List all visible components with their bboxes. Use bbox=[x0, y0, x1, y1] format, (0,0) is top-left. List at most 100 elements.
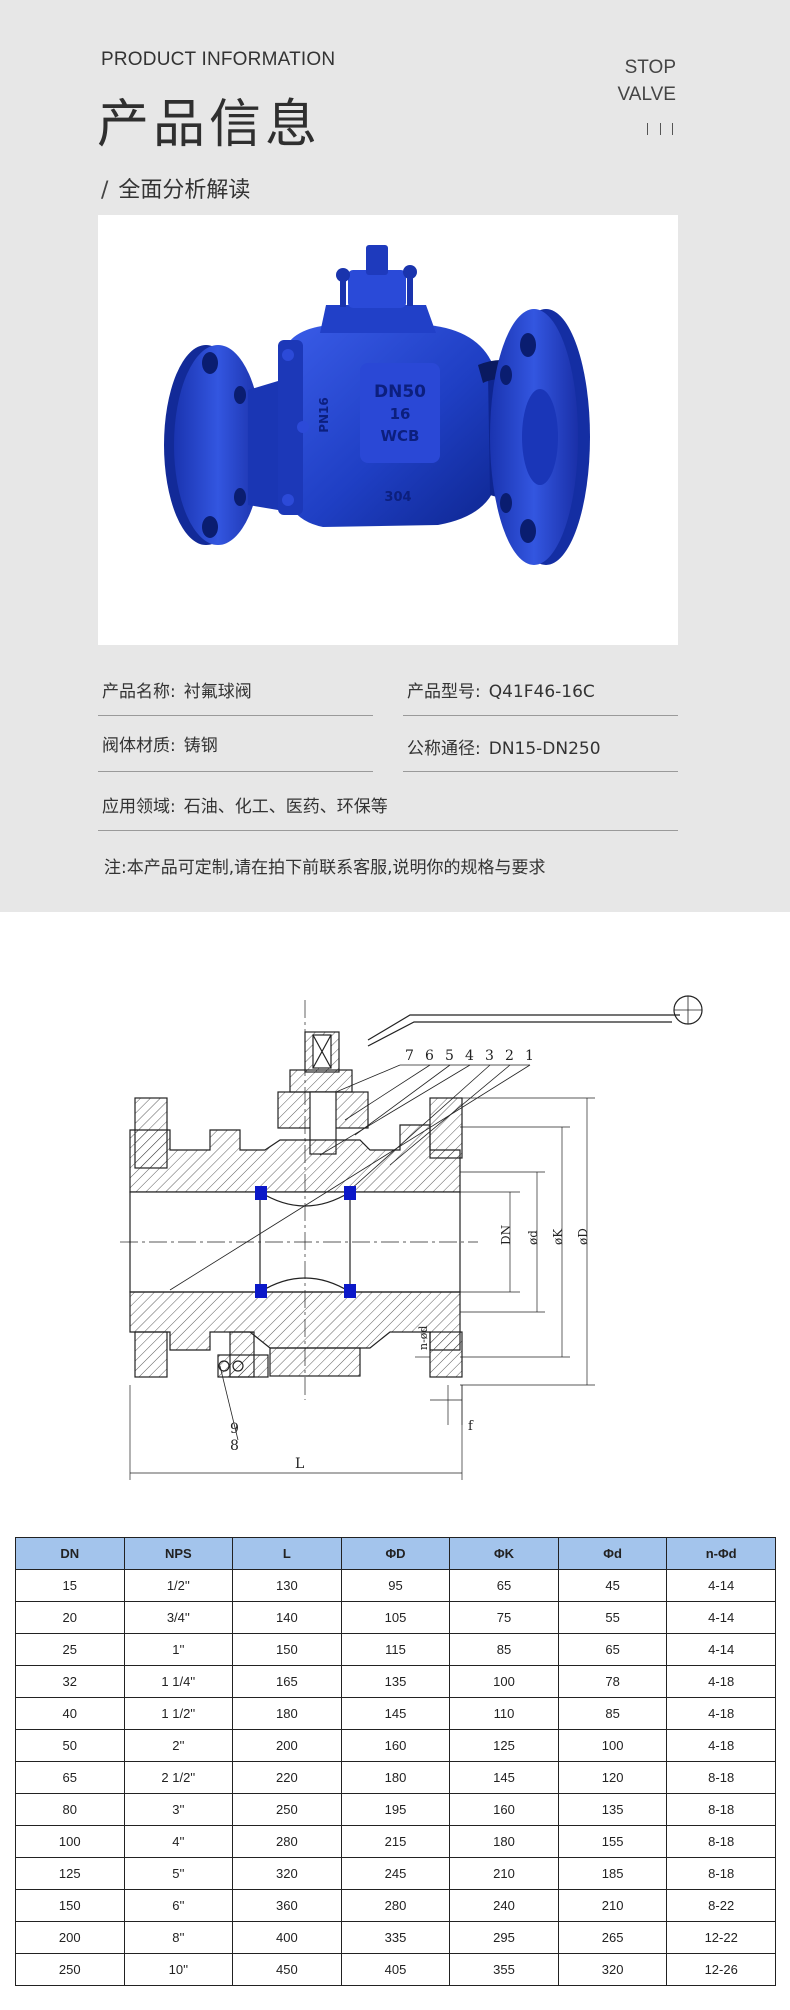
table-cell: 295 bbox=[449, 1921, 559, 1954]
dim-d: ød bbox=[526, 1230, 540, 1245]
application-value: 石油、化工、医药、环保等 bbox=[183, 797, 388, 817]
divider bbox=[403, 771, 678, 772]
table-cell: 320 bbox=[557, 1953, 668, 1986]
table-cell: 115 bbox=[340, 1633, 451, 1666]
technical-drawing: 7 6 5 4 3 2 1 9 8 DN ød øK øD n-ød f L bbox=[100, 980, 720, 1500]
right-flange bbox=[490, 309, 590, 565]
table-cell: 180 bbox=[449, 1825, 559, 1858]
table-header-row: DN NPS L ΦD ΦK Φd n-Φd bbox=[15, 1537, 776, 1570]
customization-note: 注:本产品可定制,请在拍下前联系客服,说明你的规格与要求 bbox=[104, 858, 546, 878]
table-cell: 265 bbox=[557, 1921, 668, 1954]
column-header-nps: NPS bbox=[123, 1537, 234, 1570]
table-cell: 195 bbox=[340, 1793, 451, 1826]
body-material-label: 阀体材质: bbox=[102, 736, 176, 756]
dim-f: f bbox=[468, 1419, 474, 1434]
table-cell: 140 bbox=[232, 1601, 342, 1634]
table-cell: 25 bbox=[15, 1633, 125, 1666]
callout-5: 5 bbox=[445, 1048, 454, 1064]
table-cell: 8-18 bbox=[666, 1857, 776, 1890]
table-cell: 135 bbox=[340, 1665, 451, 1698]
table-cell: 100 bbox=[557, 1729, 668, 1762]
table-cell: 180 bbox=[340, 1761, 451, 1794]
subtitle-text: 全面分析解读 bbox=[118, 178, 251, 203]
table-cell: 8-18 bbox=[666, 1793, 776, 1826]
dim-D: øD bbox=[576, 1228, 590, 1245]
callout-8: 8 bbox=[230, 1438, 239, 1454]
table-cell: 85 bbox=[449, 1633, 559, 1666]
body-mark-material: WCB bbox=[381, 427, 420, 445]
table-cell: 130 bbox=[232, 1569, 342, 1602]
table-cell: 5'' bbox=[123, 1857, 234, 1890]
table-cell: 105 bbox=[340, 1601, 451, 1634]
table-cell: 185 bbox=[557, 1857, 668, 1890]
table-cell: 1 1/2'' bbox=[123, 1697, 234, 1730]
table-cell: 3/4'' bbox=[123, 1601, 234, 1634]
side-mark-304: 304 bbox=[384, 490, 411, 505]
stop-label-line1: STOP bbox=[624, 57, 676, 78]
table-cell: 4-14 bbox=[666, 1569, 776, 1602]
table-cell: 55 bbox=[557, 1601, 668, 1634]
table-cell: 32 bbox=[15, 1665, 125, 1698]
callout-2: 2 bbox=[505, 1048, 514, 1064]
body-material: 阀体材质: 铸钢 bbox=[102, 731, 218, 756]
stop-label-line2: VALVE bbox=[617, 84, 676, 105]
application-field: 应用领域:石油、化工、医药、环保等 bbox=[102, 792, 388, 817]
table-cell: 8-18 bbox=[666, 1825, 776, 1858]
table-cell: 250 bbox=[15, 1953, 125, 1986]
table-cell: 125 bbox=[15, 1857, 125, 1890]
table-cell: 145 bbox=[340, 1697, 451, 1730]
table-cell: 120 bbox=[557, 1761, 668, 1794]
table-cell: 4-14 bbox=[666, 1633, 776, 1666]
table-cell: 150 bbox=[15, 1889, 125, 1922]
table-cell: 65 bbox=[449, 1569, 559, 1602]
table-cell: 450 bbox=[232, 1953, 342, 1986]
nominal-diameter-label: 公称通径: bbox=[407, 739, 481, 759]
table-cell: 200 bbox=[232, 1729, 342, 1762]
column-header-k: ΦK bbox=[449, 1537, 559, 1570]
table-cell: 85 bbox=[557, 1697, 668, 1730]
table-cell: 180 bbox=[232, 1697, 342, 1730]
table-cell: 405 bbox=[340, 1953, 451, 1986]
body-mark-pn: 16 bbox=[390, 405, 411, 423]
divider bbox=[98, 771, 373, 772]
table-cell: 4-18 bbox=[666, 1665, 776, 1698]
table-cell: 355 bbox=[449, 1953, 559, 1986]
product-photo: DN50 16 WCB PN16 304 bbox=[98, 215, 678, 645]
table-cell: 4-18 bbox=[666, 1729, 776, 1762]
section-title-en: PRODUCT INFORMATION bbox=[101, 49, 336, 70]
body-material-value: 铸钢 bbox=[183, 736, 218, 756]
table-cell: 8'' bbox=[123, 1921, 234, 1954]
table-cell: 220 bbox=[232, 1761, 342, 1794]
table-cell: 240 bbox=[449, 1889, 559, 1922]
table-cell: 245 bbox=[340, 1857, 451, 1890]
callout-3: 3 bbox=[485, 1048, 494, 1064]
table-cell: 160 bbox=[449, 1793, 559, 1826]
divider bbox=[403, 715, 678, 716]
section-subtitle: /全面分析解读 bbox=[101, 172, 250, 204]
column-header-d: Φd bbox=[557, 1537, 668, 1570]
table-cell: 100 bbox=[15, 1825, 125, 1858]
table-cell: 165 bbox=[232, 1665, 342, 1698]
dim-L: L bbox=[295, 1456, 304, 1472]
table-cell: 78 bbox=[557, 1665, 668, 1698]
table-cell: 12-22 bbox=[666, 1921, 776, 1954]
table-cell: 125 bbox=[449, 1729, 559, 1762]
callout-4: 4 bbox=[465, 1048, 474, 1064]
column-header-dn: DN bbox=[15, 1537, 125, 1570]
table-cell: 20 bbox=[15, 1601, 125, 1634]
dim-n-d: n-ød bbox=[417, 1326, 430, 1350]
dim-k: øK bbox=[551, 1228, 565, 1245]
table-cell: 215 bbox=[340, 1825, 451, 1858]
table-cell: 80 bbox=[15, 1793, 125, 1826]
nominal-diameter-value: DN15-DN250 bbox=[488, 739, 601, 759]
body-mark-dn: DN50 bbox=[374, 382, 426, 402]
table-cell: 280 bbox=[340, 1889, 451, 1922]
table-cell: 210 bbox=[449, 1857, 559, 1890]
stop-valve-label: STOP VALVE bbox=[618, 54, 676, 108]
